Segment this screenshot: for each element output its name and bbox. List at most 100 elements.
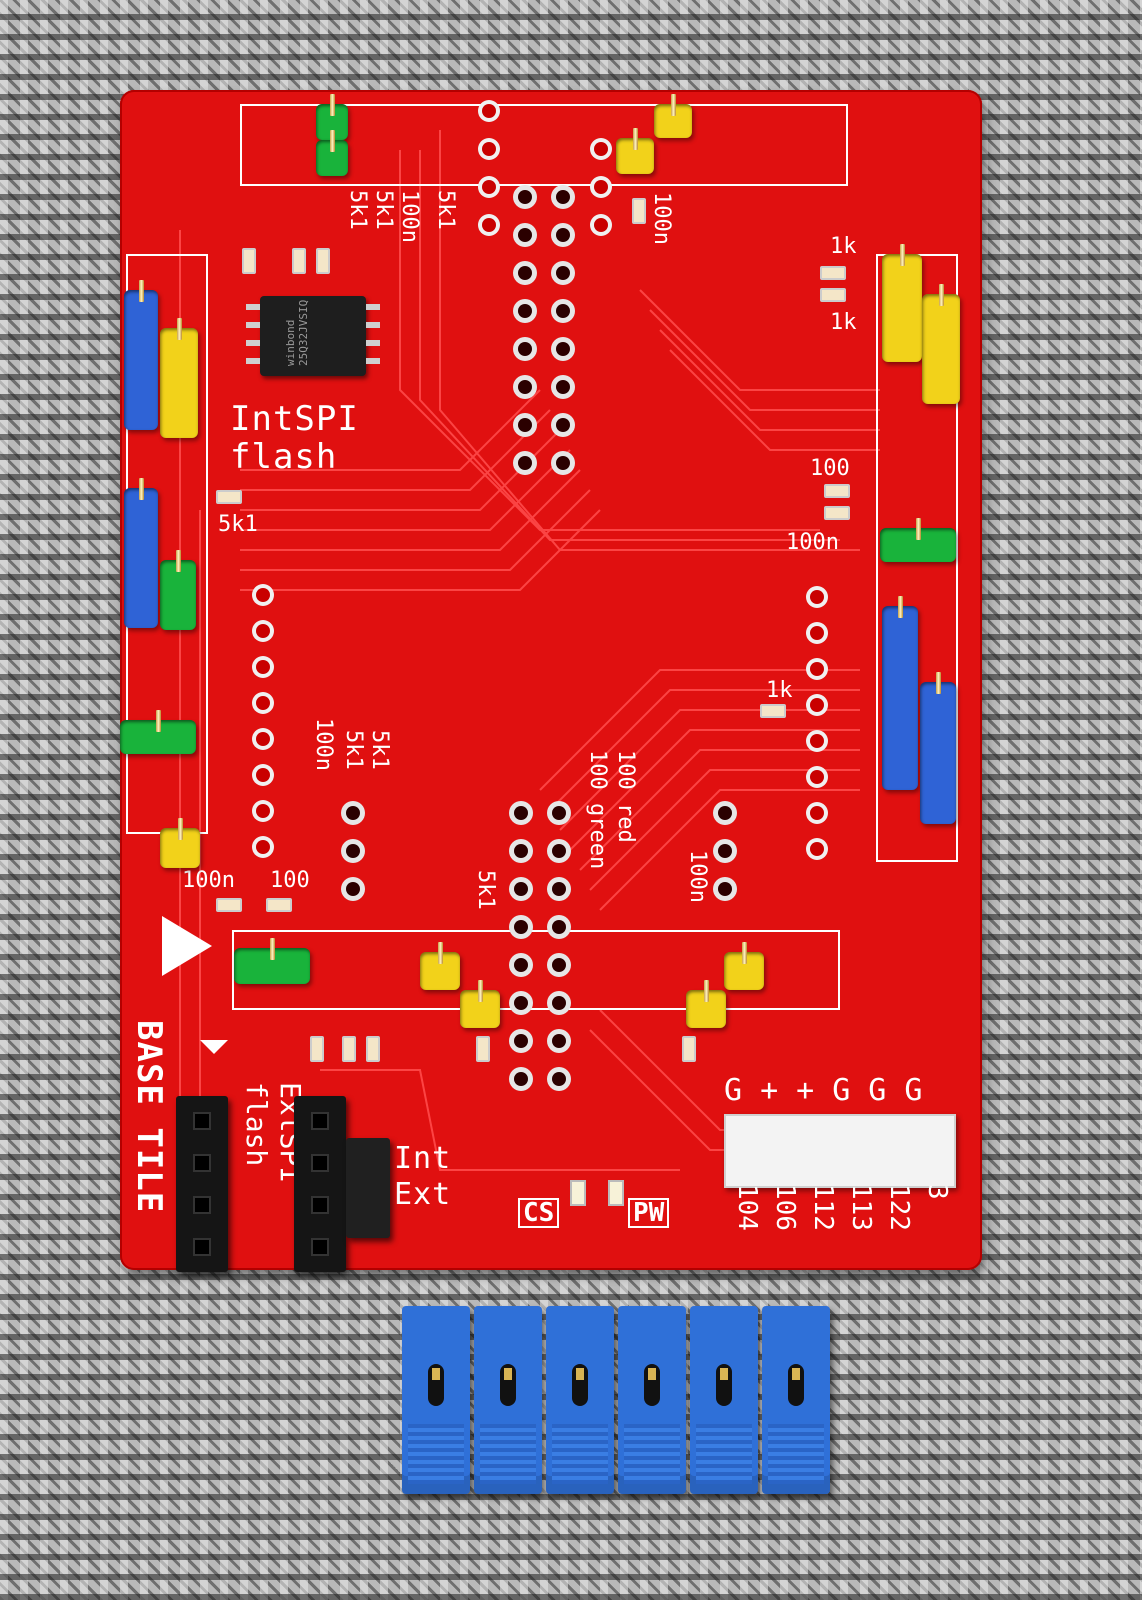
brand-label: BASE TILE [129,1020,169,1214]
bottom-connector-outline [232,930,840,1010]
pw-led [608,1180,624,1206]
intspi-label: IntSPI [230,399,359,439]
socket-hole [193,1196,211,1214]
resistor-smd [476,1036,490,1062]
resistor-smd [760,704,786,718]
via-pin [594,142,608,156]
header-pin [556,456,570,470]
loose-jumper-cap[interactable] [762,1306,830,1494]
jumper-yellow[interactable] [654,94,692,138]
extspi-socket[interactable] [176,1096,228,1272]
jumper-yellow[interactable] [160,818,200,868]
header-pin [346,844,360,858]
capacitor-smd [216,898,242,912]
jumper-blue-stack[interactable] [882,596,918,790]
chip-leg [366,322,380,328]
jumper-yellow-stack[interactable] [922,284,960,404]
socket-hole [193,1238,211,1256]
socket-hole [193,1154,211,1172]
header-pin [514,958,528,972]
label-5k1-top-b: 5k1 [371,190,396,230]
jumper-yellow[interactable] [460,980,500,1028]
via-pin [256,732,270,746]
direction-arrow [162,916,212,976]
jumper-yellow-stack[interactable] [160,318,198,438]
header-pin [518,418,532,432]
int-label: Int [394,1141,452,1176]
label-1k-top: 1k [830,234,857,259]
int-ext-selector-jumper[interactable] [346,1138,390,1238]
via-pin [482,218,496,232]
chip-leg [366,304,380,310]
socket-hole [311,1112,329,1130]
header-pin [556,380,570,394]
label-5k1-mid-b: 5k1 [341,730,366,770]
loose-jumper-cap[interactable] [618,1306,686,1494]
socket-hole [193,1112,211,1130]
resistor-smd [824,484,850,498]
label-100n-top-right: 100n [649,192,674,245]
via-pin [594,218,608,232]
power-labels-top: G++GGG [724,1076,940,1106]
extspi-header[interactable] [294,1096,346,1272]
capacitor-smd [292,248,306,274]
via-pin [482,142,496,156]
label-5k1-bottom: 5k1 [473,870,498,910]
socket-hole [311,1238,329,1256]
jumper-green-pair[interactable] [120,710,196,754]
loose-jumper-cap[interactable] [402,1306,470,1494]
via-pin [256,768,270,782]
label-100-green: 100 green [585,750,610,870]
loose-jumper-cap[interactable] [474,1306,542,1494]
header-pin [518,456,532,470]
via-pin [482,180,496,194]
header-pin [552,806,566,820]
resistor-smd [366,1036,380,1062]
extspi-flash-label: flash [240,1082,273,1167]
jumper-yellow[interactable] [724,942,764,990]
ext-label: Ext [394,1177,452,1212]
header-pin [514,882,528,896]
resistor-smd [242,248,256,274]
jumper-green-stack[interactable] [160,550,196,630]
header-pin [556,342,570,356]
power-label-112: 112 [808,1184,838,1231]
power-header[interactable] [724,1114,956,1188]
via-pin [810,734,824,748]
header-pin [552,882,566,896]
power-top-6: G [904,1073,941,1108]
chip-leg [366,358,380,364]
jumper-yellow[interactable] [616,128,654,174]
header-pin [514,1072,528,1086]
loose-jumper-cap[interactable] [546,1306,614,1494]
jumper-green[interactable] [316,130,348,176]
jumper-blue-stack[interactable] [124,478,158,628]
pcb-board: IntSPI flash 5k1 5k1 100n 5k1 100n 1k 1k… [120,90,982,1272]
header-pin [718,882,732,896]
header-pin [552,958,566,972]
jumper-green-pair[interactable] [880,518,956,562]
label-100n-top: 100n [397,190,422,243]
jumper-yellow[interactable] [686,980,726,1028]
header-pin [718,806,732,820]
via-pin [256,660,270,674]
label-100n-bottom-right: 100n [685,850,710,903]
cs-label: CS [518,1198,560,1228]
jumper-yellow-stack[interactable] [882,244,922,362]
resistor-smd [820,288,846,302]
jumper-blue-stack[interactable] [124,280,158,430]
label-100-red: 100 red [613,750,638,843]
resistor-smd [266,898,292,912]
jumper-blue-stack[interactable] [920,672,956,824]
chip-leg [366,340,380,346]
power-label-113: 113 [846,1184,876,1231]
header-pin [518,190,532,204]
header-pin [552,844,566,858]
jumper-green-pair[interactable] [234,938,310,984]
jumper-yellow[interactable] [420,942,460,990]
label-5k1-mid-a: 5k1 [367,730,392,770]
loose-jumper-cap[interactable] [690,1306,758,1494]
header-pin [552,920,566,934]
via-pin [256,588,270,602]
via-pin [810,698,824,712]
